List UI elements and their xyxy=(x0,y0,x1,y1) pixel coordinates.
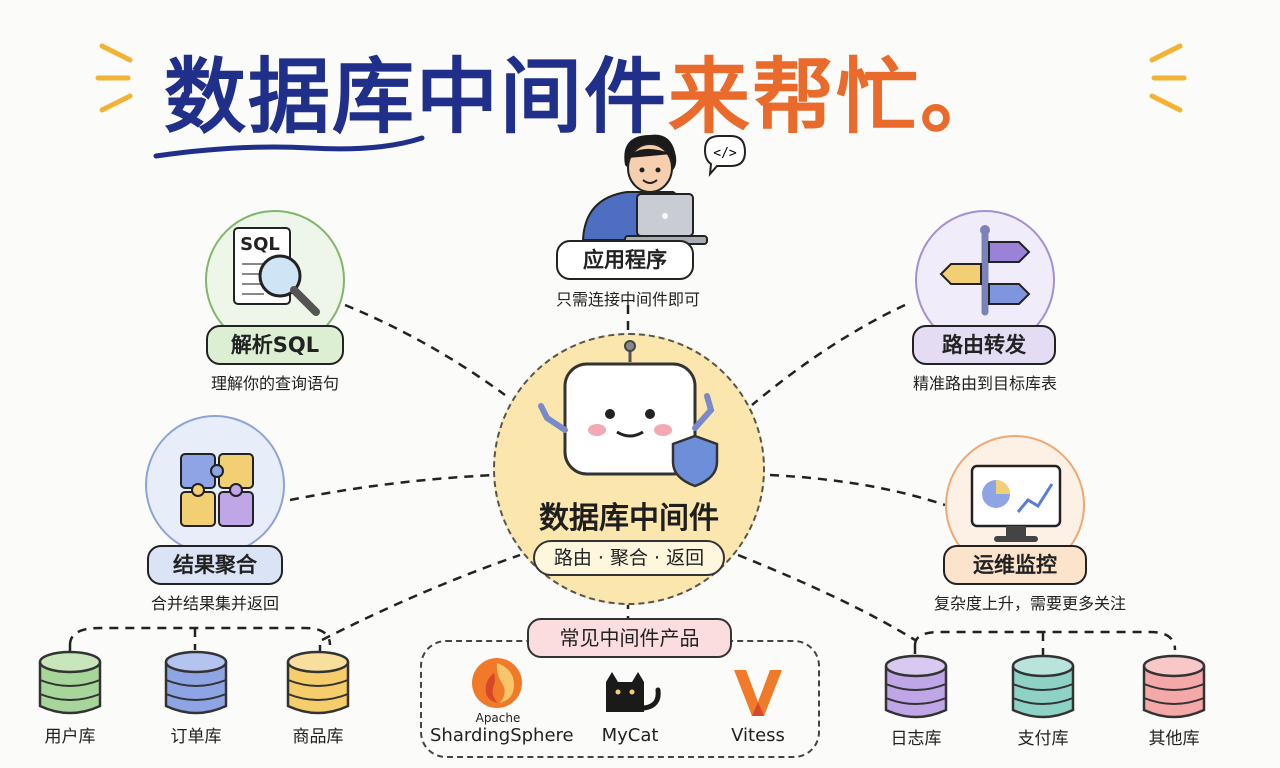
product-apache-label: Apache xyxy=(475,711,521,725)
robot-mascot-icon xyxy=(538,340,719,488)
db-product-icon xyxy=(286,650,350,715)
products-pill: 常见中间件产品 xyxy=(527,618,732,658)
db-log-icon xyxy=(884,654,948,719)
ops-pill: 运维监控 xyxy=(943,545,1087,585)
db-label-user: 用户库 xyxy=(44,727,96,747)
db-other-icon xyxy=(1142,654,1206,719)
db-label-product: 商品库 xyxy=(292,727,344,747)
routing-caption: 精准路由到目标库表 xyxy=(912,374,1057,393)
title-underline xyxy=(153,135,425,159)
right-db-group xyxy=(884,654,1206,719)
magnifier-document-icon: SQL xyxy=(233,227,320,316)
product-mycat-label: MyCat xyxy=(601,725,659,746)
routing-pill: 路由转发 xyxy=(912,325,1056,365)
db-payment-icon xyxy=(1011,654,1075,719)
product-vitess-label: Vitess xyxy=(731,725,785,746)
sql-icon-text: SQL xyxy=(240,234,280,255)
sparkle-left-icon xyxy=(95,43,133,113)
app-pill: 应用程序 xyxy=(556,240,694,280)
ops-caption: 复杂度上升，需要更多关注 xyxy=(933,594,1126,613)
aggregate-caption: 合并结果集并返回 xyxy=(150,594,279,613)
center-title: 数据库中间件 xyxy=(539,501,719,536)
puzzle-icon xyxy=(180,453,254,527)
title-part-main: 数据库中间件 xyxy=(164,50,669,145)
db-user-icon xyxy=(38,650,102,715)
parse-sql-pill: 解析SQL xyxy=(206,325,344,365)
center-subtitle: 路由 · 聚合 · 返回 xyxy=(533,540,725,576)
vitess-logo-icon xyxy=(734,670,782,716)
left-db-group xyxy=(38,650,350,715)
svg-text:</>: </> xyxy=(713,146,737,161)
app-caption: 只需连接中间件即可 xyxy=(555,290,700,309)
sparkle-right-icon xyxy=(1149,43,1187,113)
db-label-payment: 支付库 xyxy=(1017,729,1069,749)
db-label-log: 日志库 xyxy=(890,729,942,749)
title-part-accent: 来帮忙。 xyxy=(668,50,1005,145)
page-title: 数据库中间件来帮忙。 xyxy=(164,30,1004,149)
signpost-icon xyxy=(939,225,1031,316)
developer-laptop-icon: </> xyxy=(581,134,747,245)
db-label-other: 其他库 xyxy=(1148,729,1200,749)
title-block: 数据库中间件来帮忙。 xyxy=(150,18,1150,159)
product-shardingsphere-label: ShardingSphere xyxy=(430,725,574,746)
db-order-icon xyxy=(164,650,228,715)
monitor-chart-icon xyxy=(970,464,1062,542)
aggregate-pill: 结果聚合 xyxy=(147,545,283,585)
shardingsphere-logo-icon xyxy=(472,658,522,708)
mycat-logo-icon xyxy=(606,672,661,712)
db-label-order: 订单库 xyxy=(170,727,222,747)
parse-sql-caption: 理解你的查询语句 xyxy=(210,374,339,393)
